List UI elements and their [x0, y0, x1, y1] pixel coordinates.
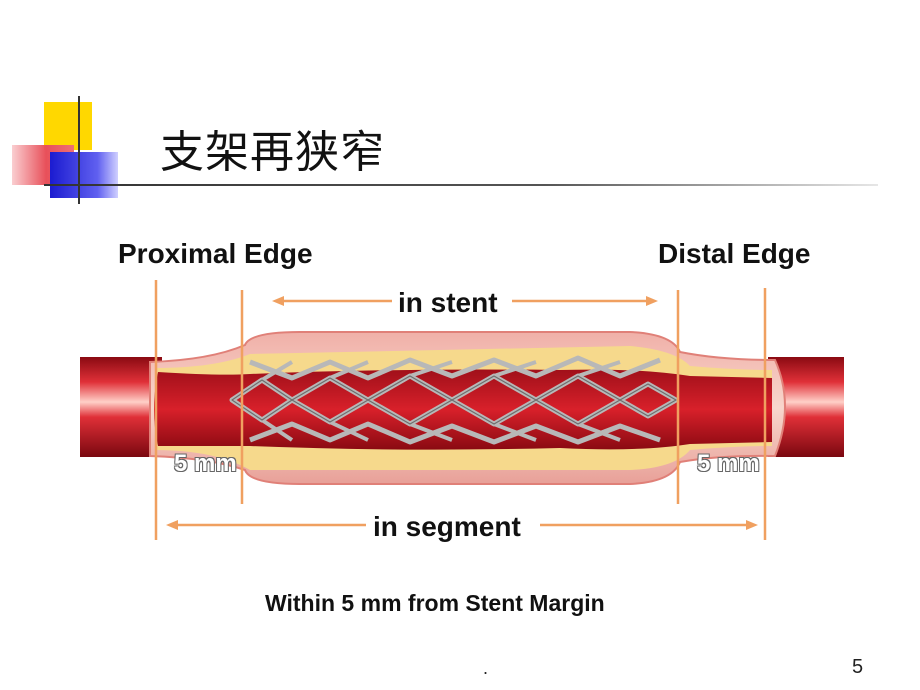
title-underline [44, 184, 878, 186]
vessel-left-end [80, 357, 162, 457]
distal-edge-label: Distal Edge [658, 238, 811, 269]
diagram-caption: Within 5 mm from Stent Margin [265, 590, 605, 616]
yellow-square-ornament [44, 102, 92, 150]
in-segment-label: in segment [373, 511, 521, 542]
vertical-rule [78, 96, 80, 204]
right-margin-label: 5 mm [697, 450, 760, 477]
in-segment-arrow [166, 520, 758, 530]
slide-title: 支架再狭窄 [160, 127, 385, 178]
in-stent-label: in stent [398, 287, 498, 318]
left-margin-label: 5 mm [174, 450, 237, 477]
page-number: 5 [852, 656, 864, 678]
blue-square-ornament [50, 152, 118, 198]
in-stent-arrow [272, 296, 658, 306]
footer-dot: . [483, 658, 489, 678]
proximal-edge-label: Proximal Edge [118, 238, 313, 269]
